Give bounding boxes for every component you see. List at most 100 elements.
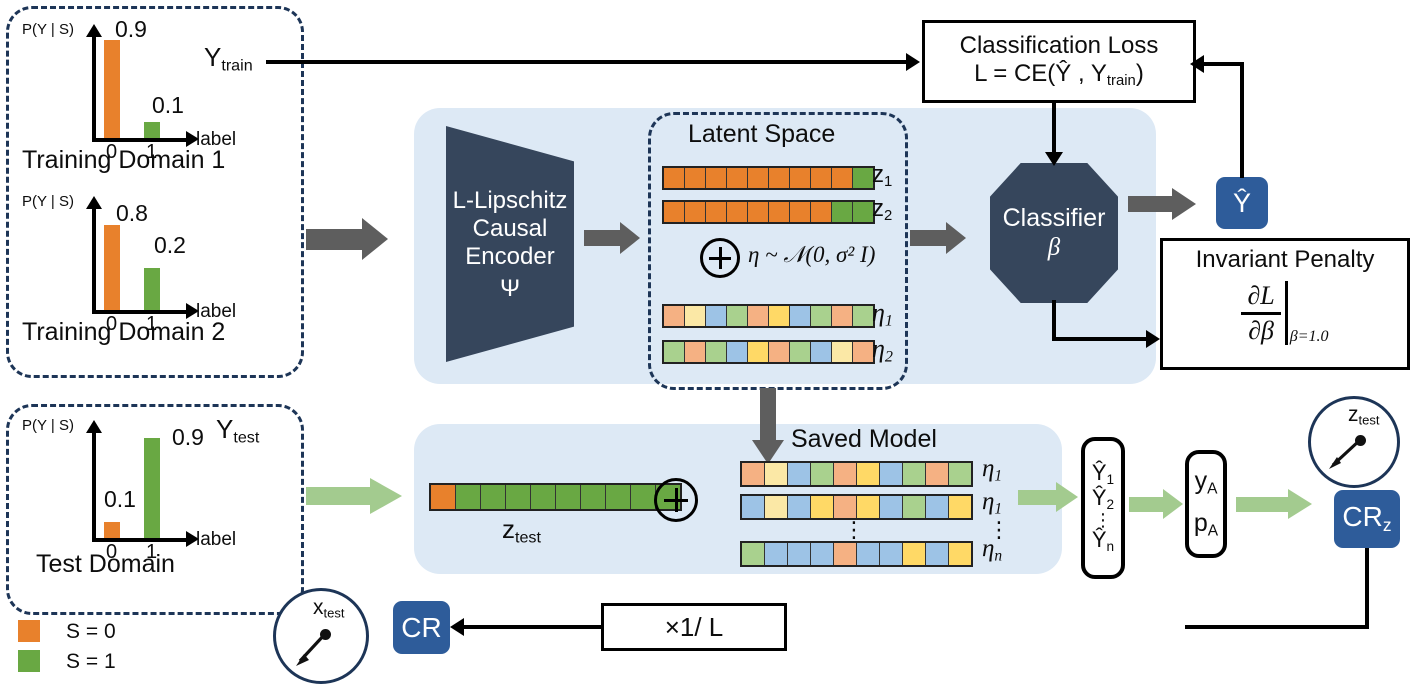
line-crz-to-scalebox xyxy=(1185,625,1369,629)
test-domain-caption: Test Domain xyxy=(36,550,175,578)
saved-model-vector-n xyxy=(740,541,973,567)
cr-z-label: CRz xyxy=(1342,503,1391,534)
chart3-xaxis-arrow xyxy=(186,531,199,547)
chart2-xaxis-arrow xyxy=(186,303,199,319)
classification-loss-box: Classification Loss L = CE(Ŷ , Ytrain) xyxy=(922,20,1196,103)
cr-z-badge[interactable]: CRz xyxy=(1334,490,1400,548)
arrowhead-classifier-to-penalty xyxy=(1146,330,1160,348)
saved-eta-0-symbol: η xyxy=(982,455,995,482)
z-test-circle-symbol: z xyxy=(1348,403,1359,426)
scale-box-label: ×1/ L xyxy=(664,612,724,642)
arrow-latent-to-saved-model xyxy=(752,388,784,464)
arrowhead-scalebox-to-cr xyxy=(450,618,464,636)
y-hat-badge[interactable]: Ŷ xyxy=(1216,177,1268,229)
prediction-row-ellipsis: ⋮ xyxy=(1094,510,1112,531)
chart2-value-1: 0.2 xyxy=(154,232,186,258)
chart3-value-1: 0.9 xyxy=(172,424,204,450)
training-domain-2-caption: Training Domain 2 xyxy=(22,318,226,346)
training-domains-group xyxy=(6,6,304,378)
arrow-encoder-to-latent xyxy=(584,222,640,254)
prediction-row-n: Ŷn xyxy=(1091,527,1115,555)
latent-vector-eta1-label: η1 xyxy=(872,300,893,330)
legend-label-s0: S = 0 xyxy=(66,619,116,643)
z-test-circle-subscript: test xyxy=(1358,412,1380,428)
prediction-1-symbol: Ŷ xyxy=(1091,484,1107,510)
invariant-penalty-eval: β=1.0 xyxy=(1289,328,1329,345)
arrow-saved-model-to-predictions xyxy=(1018,482,1078,512)
latent-vector-eta2-label: η2 xyxy=(872,336,893,366)
pa-symbol: p xyxy=(1193,509,1208,538)
chart1-ylabel: P(Y | S) xyxy=(22,21,74,38)
line-ytrain-to-loss xyxy=(266,60,906,64)
latent-space-title: Latent Space xyxy=(688,120,836,148)
z-test-vector-label: ztest xyxy=(502,516,541,546)
x-test-subscript: test xyxy=(323,605,345,621)
latent-vector-eta1 xyxy=(662,304,875,328)
z-test-circle-label: ztest xyxy=(1348,404,1379,427)
chart3-bar-1 xyxy=(144,438,160,538)
saved-eta-1-symbol: η xyxy=(982,488,995,515)
chart1-yaxis xyxy=(92,36,96,142)
prediction-1-subscript: 2 xyxy=(1106,496,1115,512)
chart1-value-1: 0.1 xyxy=(152,92,184,118)
saved-eta-n-subscript: n xyxy=(994,547,1003,565)
chart2-bar-1 xyxy=(144,268,160,310)
line-loss-to-classifier xyxy=(1052,103,1056,155)
inference-plus-icon xyxy=(654,478,698,522)
z2-symbol: z xyxy=(872,195,884,222)
abstain-row-ya: yA xyxy=(1195,468,1218,497)
prediction-n-subscript: n xyxy=(1106,539,1115,555)
chart3-tick-0: 0 xyxy=(106,541,118,563)
saved-eta-n-symbol: η xyxy=(982,535,995,562)
chart1-bar-0 xyxy=(104,40,120,138)
z-test-radius-arrow-icon xyxy=(1329,438,1362,469)
x-test-circle-label: xtest xyxy=(313,597,344,620)
z1-subscript: 1 xyxy=(884,174,893,191)
y-train-label: Ytrain xyxy=(204,44,253,74)
z-test-circle xyxy=(1308,396,1400,488)
chart2-tick-1: 1 xyxy=(146,313,158,335)
line-scalebox-to-cr xyxy=(460,625,602,629)
arrow-test-to-ztest xyxy=(306,478,402,514)
chart3-value-0: 0.1 xyxy=(104,486,136,512)
chart1-tick-0: 0 xyxy=(106,141,118,163)
encoder-line-3: Encoder xyxy=(465,243,555,270)
chart1-xaxis xyxy=(92,138,188,142)
chart1-xaxis-arrow xyxy=(186,131,199,147)
test-domain-chart: P(Y | S) 0.1 0.9 0 1 label xyxy=(20,412,270,572)
arrow-classifier-to-yhat xyxy=(1128,188,1196,220)
arrow-predictions-to-abstain xyxy=(1129,489,1183,519)
saved-model-vector-1-label: η1 xyxy=(982,489,1002,517)
latent-space-group xyxy=(648,112,908,390)
chart2-value-0: 0.8 xyxy=(116,200,148,226)
abstain-box: yA pA xyxy=(1185,450,1227,558)
legend-item-0: S = 0 xyxy=(18,620,116,642)
x-test-circle xyxy=(273,588,369,684)
cr-label: CR xyxy=(401,611,442,643)
prediction-n-symbol: Ŷ xyxy=(1091,527,1107,553)
classification-loss-formula: L = CE(Ŷ , Ytrain) xyxy=(974,59,1144,89)
y-train-subscript: train xyxy=(221,56,253,75)
loss-formula-suffix: ) xyxy=(1135,59,1144,87)
invariant-penalty-denominator: ∂β xyxy=(1248,315,1274,345)
x-test-radius-arrow-icon xyxy=(296,632,327,666)
z2-subscript: 2 xyxy=(884,208,893,225)
arrowhead-loss-to-classifier xyxy=(1045,152,1063,166)
cr-badge[interactable]: CR xyxy=(393,601,450,654)
chart3-yaxis-arrow xyxy=(86,420,102,433)
pa-subscript: A xyxy=(1207,522,1219,540)
eta2-subscript: 2 xyxy=(884,348,893,366)
chart2-yaxis xyxy=(92,208,96,314)
legend-item-1: S = 1 xyxy=(18,650,116,672)
chart3-bar-0 xyxy=(104,522,120,538)
encoder-symbol: Ψ xyxy=(499,275,521,302)
classifier-symbol: β xyxy=(1047,234,1061,261)
z-test-subscript: test xyxy=(515,528,541,547)
encoder-block: L-Lipschitz Causal Encoder Ψ xyxy=(446,126,574,362)
y-test-label: Ytest xyxy=(216,416,259,446)
chart3-xlabel: label xyxy=(196,529,237,550)
chart3-xaxis xyxy=(92,538,188,542)
predictions-box: Ŷ1 Ŷ2 ⋮ Ŷn xyxy=(1081,437,1125,579)
classifier-block: Classifier β xyxy=(990,163,1118,303)
